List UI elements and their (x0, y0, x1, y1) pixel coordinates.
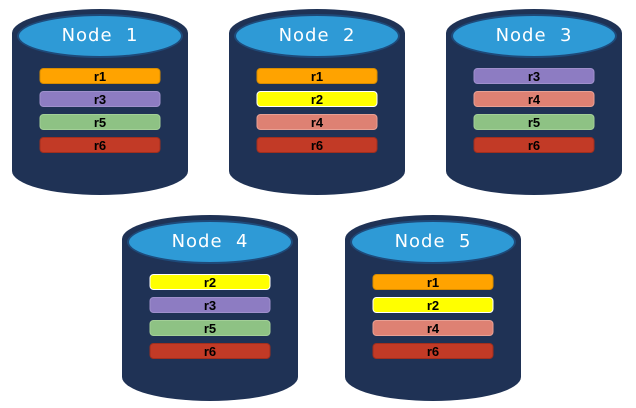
replica-bar: r4 (256, 114, 378, 130)
replica-bar: r5 (473, 114, 595, 130)
node-3-label: Node 3 (495, 24, 573, 46)
node-2-replica-list: r1 r2 r4 r6 (256, 68, 378, 153)
node-2-cylinder: Node 2 r1 r2 r4 r6 (229, 9, 405, 195)
replica-bar: r6 (256, 137, 378, 153)
node-1-label: Node 1 (61, 24, 139, 46)
replica-bar: r5 (39, 114, 161, 130)
replica-bar: r2 (149, 274, 271, 290)
node-4-label: Node 4 (171, 230, 249, 252)
replica-bar: r3 (473, 68, 595, 84)
replica-bar: r4 (473, 91, 595, 107)
node-4-cylinder-top: Node 4 (127, 220, 293, 264)
replica-bar: r6 (39, 137, 161, 153)
node-5-label: Node 5 (394, 230, 472, 252)
replica-bar: r6 (372, 343, 494, 359)
node-5-cylinder: Node 5 r1 r2 r4 r6 (345, 215, 521, 401)
replica-bar: r1 (256, 68, 378, 84)
replica-bar: r6 (149, 343, 271, 359)
node-4-cylinder: Node 4 r2 r3 r5 r6 (122, 215, 298, 401)
replica-bar: r1 (39, 68, 161, 84)
replica-bar: r4 (372, 320, 494, 336)
replica-bar: r5 (149, 320, 271, 336)
node-2-cylinder-top: Node 2 (234, 14, 400, 58)
node-1-cylinder-top: Node 1 (17, 14, 183, 58)
node-4-replica-list: r2 r3 r5 r6 (149, 274, 271, 359)
replica-bar: r1 (372, 274, 494, 290)
replica-bar: r2 (372, 297, 494, 313)
node-3-cylinder-top: Node 3 (451, 14, 617, 58)
node-3-cylinder: Node 3 r3 r4 r5 r6 (446, 9, 622, 195)
node-2-label: Node 2 (278, 24, 356, 46)
node-5-cylinder-top: Node 5 (350, 220, 516, 264)
replica-bar: r3 (149, 297, 271, 313)
replica-bar: r3 (39, 91, 161, 107)
node-3-replica-list: r3 r4 r5 r6 (473, 68, 595, 153)
node-5-replica-list: r1 r2 r4 r6 (372, 274, 494, 359)
node-1-replica-list: r1 r3 r5 r6 (39, 68, 161, 153)
replica-bar: r2 (256, 91, 378, 107)
node-1-cylinder: Node 1 r1 r3 r5 r6 (12, 9, 188, 195)
replica-bar: r6 (473, 137, 595, 153)
